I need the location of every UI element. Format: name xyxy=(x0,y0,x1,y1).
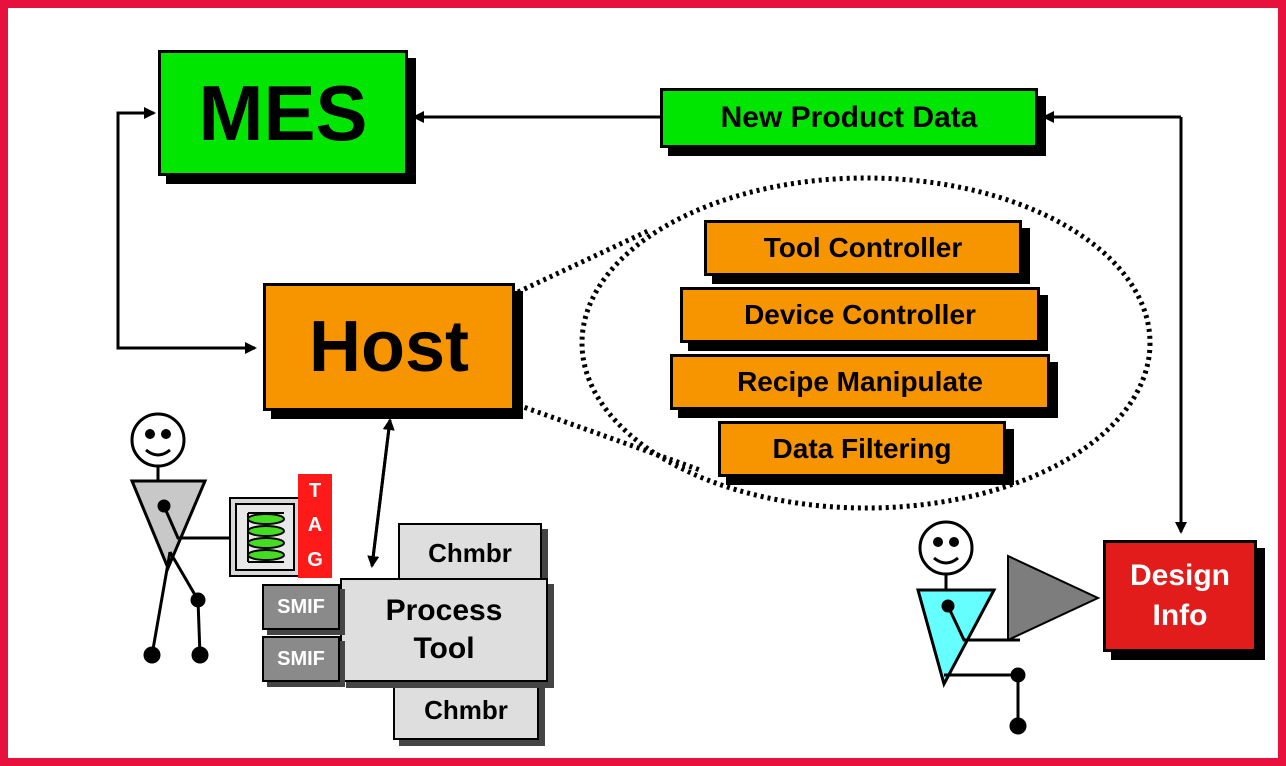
operator-figure-icon xyxy=(129,412,238,664)
host-detail-bubble xyxy=(579,175,1153,511)
process-tool-line-2: Tool xyxy=(413,632,475,665)
tag-letter-a: A xyxy=(307,514,323,537)
data-filtering-node: Data Filtering xyxy=(718,421,1006,477)
chamber-bottom-node: Chmbr xyxy=(393,680,539,740)
chamber-bottom-label: Chmbr xyxy=(424,694,508,725)
smif-port-1: SMIF xyxy=(262,584,340,630)
device-controller-label: Device Controller xyxy=(744,299,976,330)
design-info-node: Design Info xyxy=(1103,540,1257,652)
tool-controller-node: Tool Controller xyxy=(704,220,1022,276)
data-filtering-label: Data Filtering xyxy=(772,433,952,464)
mes-label: MES xyxy=(198,68,368,157)
host-label: Host xyxy=(309,307,469,387)
design-info-line-1: Design xyxy=(1129,559,1231,592)
process-tool-node: Process Tool xyxy=(340,578,548,682)
device-controller-node: Device Controller xyxy=(680,287,1040,343)
designer-figure-icon xyxy=(916,520,1027,735)
zoom-line-top xyxy=(516,227,652,295)
tag-label-block: T A G xyxy=(298,474,332,578)
chamber-top-node: Chmbr xyxy=(398,523,542,583)
tool-controller-label: Tool Controller xyxy=(763,232,963,263)
new-product-data-node: New Product Data xyxy=(660,88,1038,148)
smif-1-label: SMIF xyxy=(277,595,325,618)
smif-port-2: SMIF xyxy=(262,636,340,682)
design-info-line-2: Info xyxy=(1152,599,1208,632)
zoom-line-bottom xyxy=(517,402,701,473)
host-node: Host xyxy=(263,283,515,411)
smif-2-label: SMIF xyxy=(277,647,325,670)
new-product-data-label: New Product Data xyxy=(720,101,978,134)
tag-letter-g: G xyxy=(307,549,323,572)
wafer-carrier-icon xyxy=(229,497,301,577)
recipe-manipulate-label: Recipe Manipulate xyxy=(737,366,983,397)
projection-triangle-icon xyxy=(1007,554,1101,642)
recipe-manipulate-node: Recipe Manipulate xyxy=(670,354,1050,410)
mes-node: MES xyxy=(158,50,408,176)
process-tool-line-1: Process xyxy=(385,594,503,627)
host-tool-arrow-down xyxy=(367,419,392,568)
tag-letter-t: T xyxy=(308,479,322,502)
chamber-top-label: Chmbr xyxy=(428,537,512,568)
